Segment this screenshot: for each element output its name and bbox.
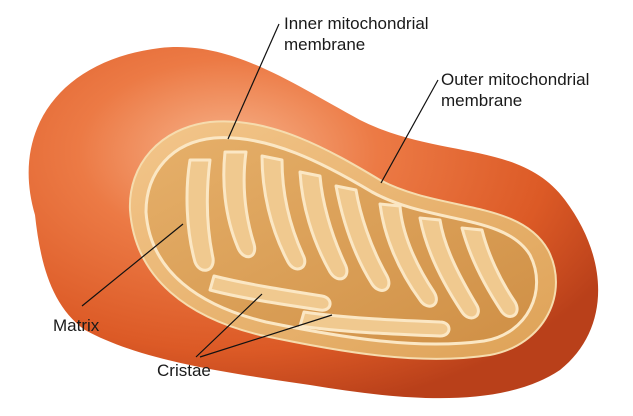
inner-membrane-label: Inner mitochondrial membrane	[284, 13, 429, 55]
outer-membrane-label-line1: Outer mitochondrial	[441, 69, 589, 90]
cristae-label: Cristae	[157, 360, 211, 381]
matrix-label: Matrix	[53, 315, 99, 336]
inner-membrane-label-line2: membrane	[284, 34, 429, 55]
outer-membrane-label: Outer mitochondrial membrane	[441, 69, 589, 111]
outer-membrane-label-line2: membrane	[441, 90, 589, 111]
inner-membrane-label-line1: Inner mitochondrial	[284, 13, 429, 34]
